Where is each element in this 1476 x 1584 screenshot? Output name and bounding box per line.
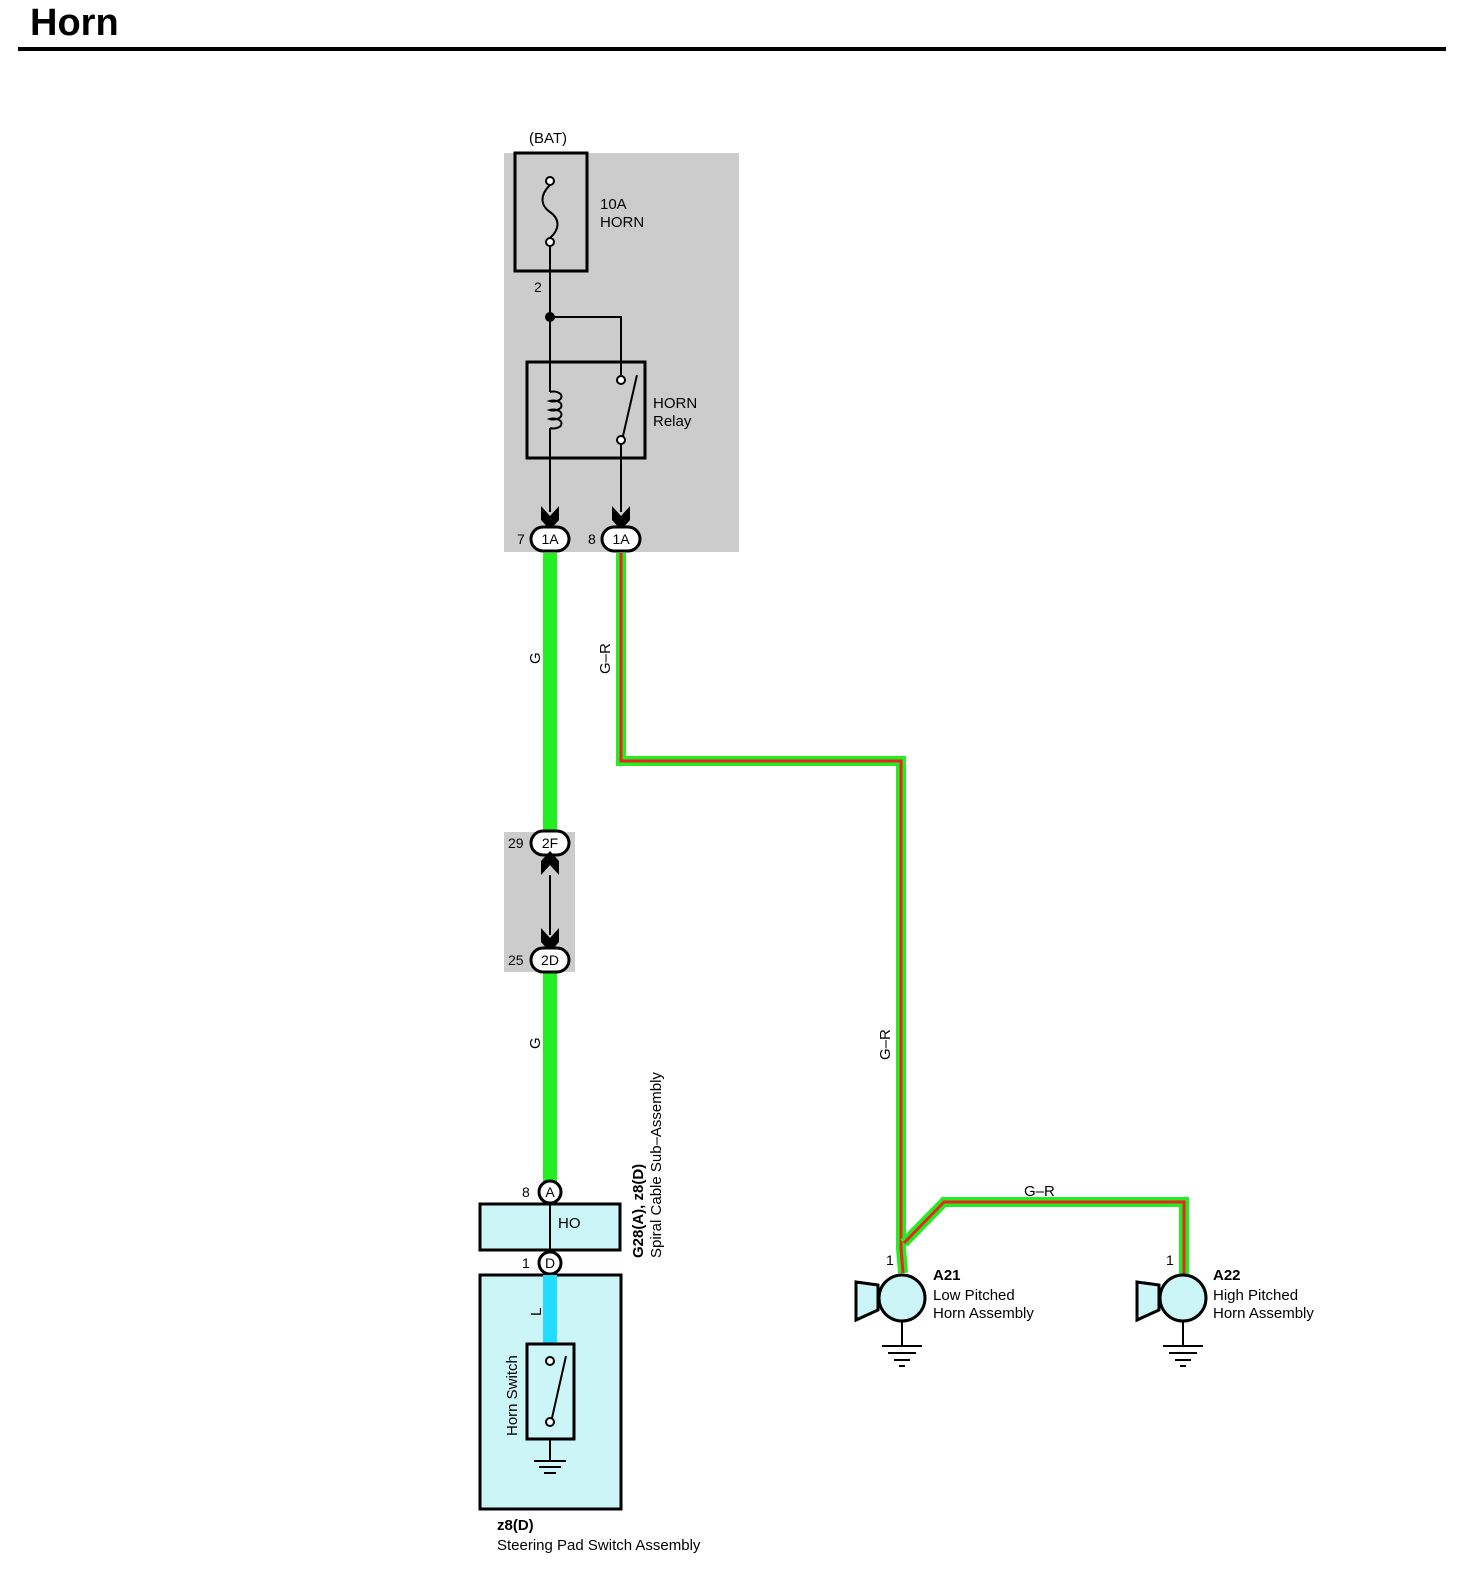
ground-icon (534, 1439, 566, 1474)
connector-pin-29: 29 (508, 835, 524, 851)
connector-code: 1A (612, 531, 630, 547)
horn-speaker-icon (1135, 1280, 1161, 1323)
page-title: Horn (30, 2, 119, 44)
connector-2d-pin25: 2D (529, 928, 571, 974)
spiral-pin-8: 8 (522, 1184, 530, 1200)
relay-label-line1: HORN (653, 395, 697, 412)
wire-label-l: L (528, 1308, 545, 1316)
wire-label-g-upper: G (527, 652, 544, 664)
horn-switch-label: Horn Switch (504, 1355, 521, 1436)
horn-speaker-icon (854, 1280, 880, 1323)
spiral-terminal-label: HO (558, 1215, 581, 1232)
connector-2f-pin29: 2F (529, 829, 571, 875)
relay-label-line2: Relay (653, 413, 692, 430)
spiral-connector-d: D (537, 1250, 563, 1276)
horn-a22-line2: Horn Assembly (1213, 1305, 1314, 1322)
wire-label-gr-link: G–R (1024, 1183, 1055, 1200)
spiral-cable-id: G28(A), z8(D) (630, 1164, 647, 1258)
connector-pin-8: 8 (588, 531, 596, 547)
splice-to-switch-wire (550, 316, 622, 375)
steering-pad-name: Steering Pad Switch Assembly (497, 1537, 701, 1554)
relay-box (525, 360, 647, 460)
wire-label-gr-upper: G–R (597, 643, 614, 674)
connector-code: A (545, 1184, 555, 1200)
horn-a21-pin: 1 (886, 1252, 894, 1268)
power-source-label: (BAT) (529, 130, 567, 147)
wire-label-gr-lower: G–R (877, 1029, 894, 1060)
horn-a22-line1: High Pitched (1213, 1287, 1298, 1304)
spiral-cable-name: Spiral Cable Sub–Assembly (648, 1072, 665, 1258)
wire-label-g-lower: G (527, 1037, 544, 1049)
wire-gr-relay-to-horns (616, 553, 908, 1274)
connector-code: 1A (541, 531, 559, 547)
fuse-pin-label: 2 (534, 279, 542, 295)
connector-pin-25: 25 (508, 952, 524, 968)
relay-coil-icon (546, 362, 563, 458)
connector-code: 2F (542, 835, 558, 851)
connector-1a-pin8: 1A (600, 506, 642, 553)
horn-a22-id: A22 (1213, 1267, 1241, 1284)
spiral-connector-a: A (537, 1179, 563, 1205)
connector-code: 2D (541, 952, 559, 968)
steering-pad-id: z8(D) (497, 1517, 534, 1534)
wire-gr-horn-link (900, 1197, 1189, 1275)
connector-1a-pin7: 1A (529, 506, 571, 553)
connector-pin-7: 7 (517, 531, 525, 547)
horn-a21 (854, 1273, 927, 1367)
ground-icon (882, 1321, 922, 1367)
horn-a22 (1135, 1273, 1208, 1367)
fuse-name-label: HORN (600, 214, 644, 231)
spiral-pin-1: 1 (522, 1255, 530, 1271)
relay-switch-icon (616, 374, 638, 458)
title-underline (18, 47, 1446, 51)
horn-a21-line2: Horn Assembly (933, 1305, 1034, 1322)
fuse-rating-label: 10A (600, 196, 627, 213)
horn-a21-line1: Low Pitched (933, 1287, 1015, 1304)
horn-a22-pin: 1 (1166, 1252, 1174, 1268)
connector-code: D (545, 1255, 555, 1271)
horn-a21-id: A21 (933, 1267, 961, 1284)
horn-switch-icon (545, 1355, 567, 1427)
ground-icon (1163, 1321, 1203, 1367)
